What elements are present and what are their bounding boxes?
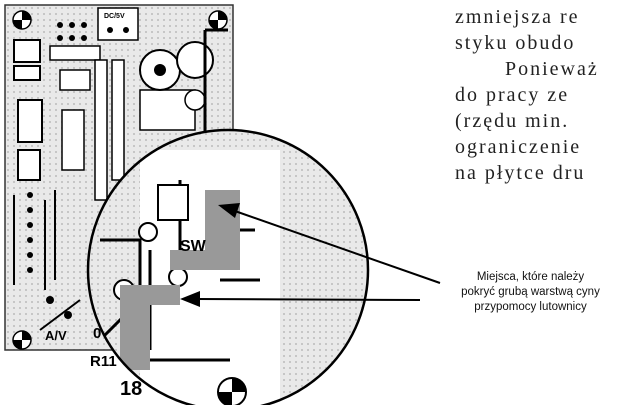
body-text-line: ograniczenie: [455, 136, 582, 158]
corner-mark-top-right: [208, 10, 228, 30]
pcb-label-0: 0: [93, 325, 102, 342]
pointer-arrows: [180, 203, 441, 307]
corner-mark-lens: [217, 377, 247, 405]
pcb-label-sw: SW: [180, 238, 206, 255]
body-text-line: zmniejsza re: [455, 6, 580, 28]
body-text-line: do pracy ze: [455, 84, 570, 106]
body-text-line: styku obudo: [455, 32, 576, 54]
magnified-area: [86, 128, 370, 405]
caption-line: Miejsca, które należy: [476, 271, 585, 283]
caption-line: pokryć grubą warstwą cyny: [461, 286, 600, 298]
svg-text:A/V: A/V: [45, 328, 67, 343]
pcb-label-r11: R11: [90, 353, 117, 370]
pcb-label-dc: DC/5V: [104, 13, 125, 20]
body-text-line: (rzędu min.: [455, 110, 570, 132]
pcb-label-18: 18: [120, 378, 143, 400]
corner-mark-top-left: [12, 10, 32, 30]
body-text-line: na płytce dru: [455, 162, 586, 184]
figure-caption: Miejsca, które należy pokryć grubą warst…: [420, 270, 641, 315]
caption-line: przypomocy lutownicy: [474, 301, 587, 313]
body-text: zmniejsza re styku obudo Ponieważ do pra…: [455, 4, 641, 186]
corner-mark-bottom-left: [12, 330, 32, 350]
body-text-line: Ponieważ: [505, 58, 599, 80]
